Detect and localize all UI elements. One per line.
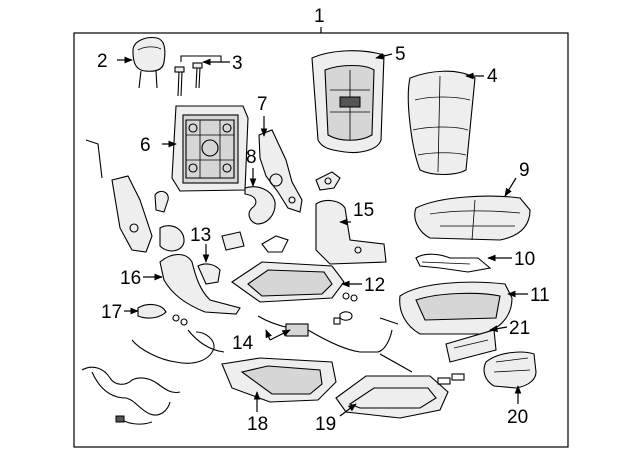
- part-latch: [315, 171, 341, 191]
- part-cushion-cover: [414, 195, 531, 241]
- callout-leaders: [117, 52, 528, 417]
- callout-14: 14: [232, 333, 254, 354]
- callout-2: 2: [97, 51, 108, 72]
- part-side-panel: [315, 199, 387, 265]
- callout-12: 12: [364, 275, 385, 296]
- callout-11: 11: [530, 285, 550, 306]
- callout-5: 5: [395, 44, 406, 65]
- part-wiring-harness: [81, 366, 181, 425]
- callout-15: 15: [353, 200, 374, 221]
- callout-13: 13: [190, 225, 211, 246]
- part-seatback-cover: [407, 70, 476, 176]
- part-cushion-pad: [399, 281, 513, 335]
- callout-18: 18: [247, 414, 268, 435]
- part-recliner-bracket: [258, 129, 303, 213]
- part-rod: [85, 139, 103, 179]
- callout-19: 19: [315, 414, 336, 435]
- part-lower-tray: [221, 357, 337, 403]
- part-cushion-frame: [231, 261, 358, 325]
- callout-10: 10: [514, 249, 535, 270]
- callout-8: 8: [246, 147, 257, 168]
- part-headrest: [132, 37, 166, 89]
- callout-1: 1: [314, 6, 325, 27]
- part-seatback-pad: [311, 50, 385, 154]
- callout-7: 7: [257, 94, 268, 115]
- callout-16: 16: [120, 268, 141, 289]
- callout-20: 20: [507, 407, 528, 428]
- callout-4: 4: [487, 66, 498, 87]
- part-base-frame: [335, 373, 465, 419]
- callout-3: 3: [232, 53, 243, 74]
- callout-21: 21: [509, 318, 530, 339]
- part-cover-panel: [483, 351, 537, 389]
- part-bracket-21: [445, 329, 497, 363]
- part-harness: [415, 253, 492, 273]
- part-bracket-13: [197, 231, 289, 285]
- part-seatback-frame: [171, 105, 249, 192]
- part-cables: [131, 315, 413, 373]
- part-left-hinge: [111, 175, 185, 253]
- part-handle: [137, 303, 188, 326]
- part-side-shield: [244, 186, 276, 225]
- callout-6: 6: [140, 135, 151, 156]
- callout-17: 17: [101, 302, 122, 323]
- part-headrest-guides: [174, 55, 222, 97]
- callout-9: 9: [519, 160, 530, 181]
- part-side-trim: [159, 253, 241, 315]
